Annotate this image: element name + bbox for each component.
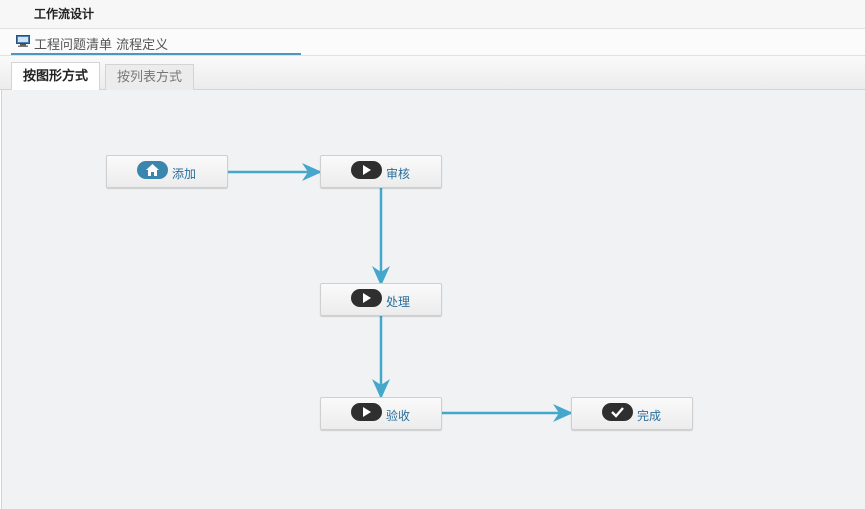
workflow-node-label: 验收: [386, 409, 411, 423]
top-bar: 工作流设计: [0, 0, 865, 29]
check-icon: [611, 407, 624, 418]
workflow-node-add[interactable]: 添加: [106, 155, 228, 188]
workflow-node-accept[interactable]: 验收: [320, 397, 442, 430]
workflow-canvas: 添加 审核 处理 验收 完成: [1, 90, 865, 509]
tab-list-mode[interactable]: 按列表方式: [105, 64, 195, 90]
page-title: 工作流设计: [34, 7, 95, 21]
workflow-node-label: 添加: [172, 167, 197, 181]
tab-bar: 按图形方式 按列表方式: [0, 56, 865, 91]
monitor-icon: [16, 35, 30, 47]
workflow-node-label: 完成: [637, 409, 662, 423]
breadcrumb[interactable]: 工程问题清单 流程定义: [11, 29, 301, 55]
workflow-node-done[interactable]: 完成: [571, 397, 693, 430]
tab-graphic-mode[interactable]: 按图形方式: [11, 62, 101, 91]
play-icon: [363, 407, 371, 417]
workflow-node-label: 处理: [386, 295, 411, 309]
breadcrumb-bar: 工程问题清单 流程定义: [0, 29, 865, 56]
workflow-edges: [228, 163, 573, 422]
home-icon: [146, 164, 159, 176]
workflow-node-review[interactable]: 审核: [320, 155, 442, 188]
play-icon: [363, 293, 371, 303]
workflow-node-process[interactable]: 处理: [320, 283, 442, 316]
breadcrumb-text: 工程问题清单 流程定义: [34, 38, 169, 53]
workflow-node-label: 审核: [386, 167, 411, 181]
play-icon: [363, 165, 371, 175]
